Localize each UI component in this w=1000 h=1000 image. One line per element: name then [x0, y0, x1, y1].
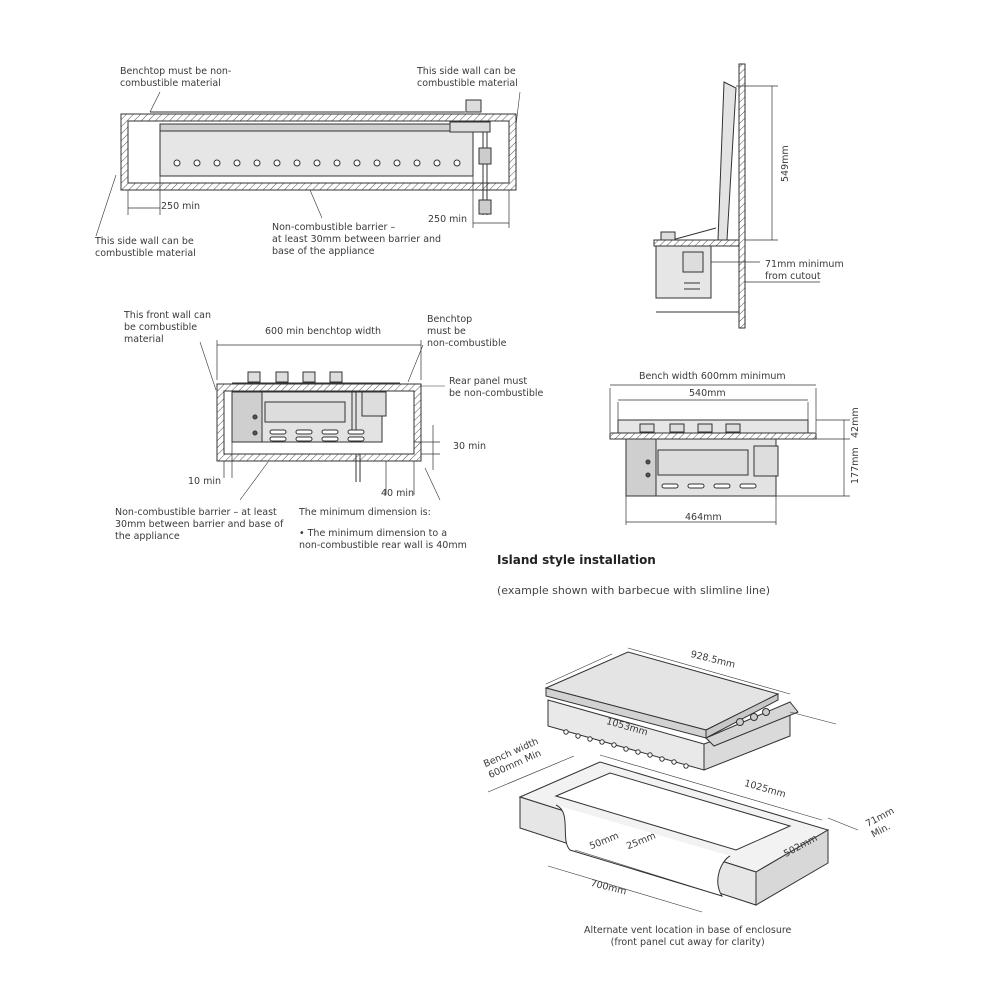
island-burner-holes: [563, 729, 689, 769]
d1-side-wall-left-note: This side wall can be combustible materi…: [95, 236, 196, 259]
d2-dim-height: 549mm: [780, 145, 791, 182]
burner-holes: [173, 159, 461, 167]
d3-dim-10: 10 min: [188, 476, 222, 487]
d4-dim-540: 540mm: [689, 388, 726, 399]
d3-benchtop-note: Benchtop must be non-combustible: [427, 314, 507, 349]
d4-dim-464: 464mm: [685, 512, 722, 523]
diagram-island-3d: [487, 647, 859, 913]
d3-benchtop-width: 600 min benchtop width: [265, 326, 381, 337]
d3-dim-40: 40 min: [381, 488, 415, 499]
d1-benchtop-note: Benchtop must be non- combustible materi…: [120, 66, 232, 89]
island-caption: Alternate vent location in base of enclo…: [584, 925, 792, 948]
d3-min-dimension-bullet: • The minimum dimension to a non-combust…: [299, 528, 467, 551]
d1-dim-left: 250 min: [161, 201, 201, 212]
d1-dim-right: 250 min: [428, 214, 468, 225]
d4-dim-42: 42mm: [850, 407, 861, 438]
island-title: Island style installation: [497, 553, 656, 567]
diagram-wall-mount: [653, 63, 820, 329]
vent-slots: [269, 429, 365, 442]
diagram-side-section: [95, 91, 521, 237]
d1-barrier-note: Non-combustible barrier – at least 30mm …: [272, 222, 442, 257]
d4-dim-177: 177mm: [850, 447, 861, 484]
diagram-front-section: [199, 340, 445, 501]
d3-dim-30: 30 min: [453, 441, 487, 452]
d1-side-wall-right-note: This side wall can be combustible materi…: [417, 66, 518, 89]
d3-barrier-note: Non-combustible barrier – at least 30mm …: [115, 507, 284, 542]
d3-front-wall-note: This front wall can be combustible mater…: [124, 310, 212, 345]
d3-min-dimension-title: The minimum dimension is:: [299, 507, 431, 518]
island-subtitle: (example shown with barbecue with slimli…: [497, 584, 771, 597]
d2-cutout-note: 71mm minimum from cutout: [765, 259, 844, 282]
d3-rear-panel-note: Rear panel must be non-combustible: [449, 376, 544, 399]
diagram-bench-section: [609, 384, 850, 525]
d4-bench-width: Bench width 600mm minimum: [639, 371, 786, 382]
